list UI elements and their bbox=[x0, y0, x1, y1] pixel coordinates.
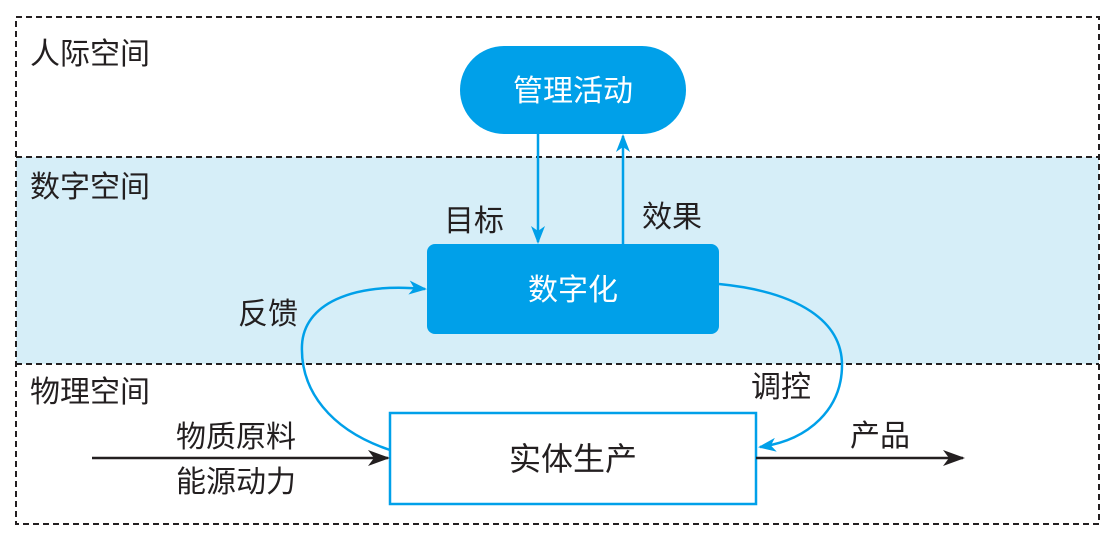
management-node bbox=[460, 46, 686, 134]
production-node-label: 实体生产 bbox=[509, 440, 637, 478]
control-label: 调控 bbox=[751, 370, 811, 405]
management-node-label: 管理活动 bbox=[513, 74, 633, 109]
zone-label-interpersonal: 人际空间 bbox=[30, 37, 150, 72]
feedback-arrow bbox=[300, 280, 427, 452]
digitalization-node bbox=[427, 244, 719, 334]
input-label-line2: 能源动力 bbox=[176, 465, 296, 500]
input-label-line1: 物质原料 bbox=[176, 420, 296, 455]
goal-label: 目标 bbox=[444, 204, 504, 239]
feedback-label: 反馈 bbox=[238, 297, 298, 332]
zone-label-digital: 数字空间 bbox=[30, 170, 150, 205]
outer-dashed-frame bbox=[15, 16, 1100, 525]
effect-label: 效果 bbox=[642, 200, 702, 235]
output-label: 产品 bbox=[850, 419, 910, 454]
digitalization-node-label: 数字化 bbox=[528, 273, 618, 308]
zone-label-physical: 物理空间 bbox=[30, 375, 150, 410]
control-arrow bbox=[718, 282, 844, 452]
